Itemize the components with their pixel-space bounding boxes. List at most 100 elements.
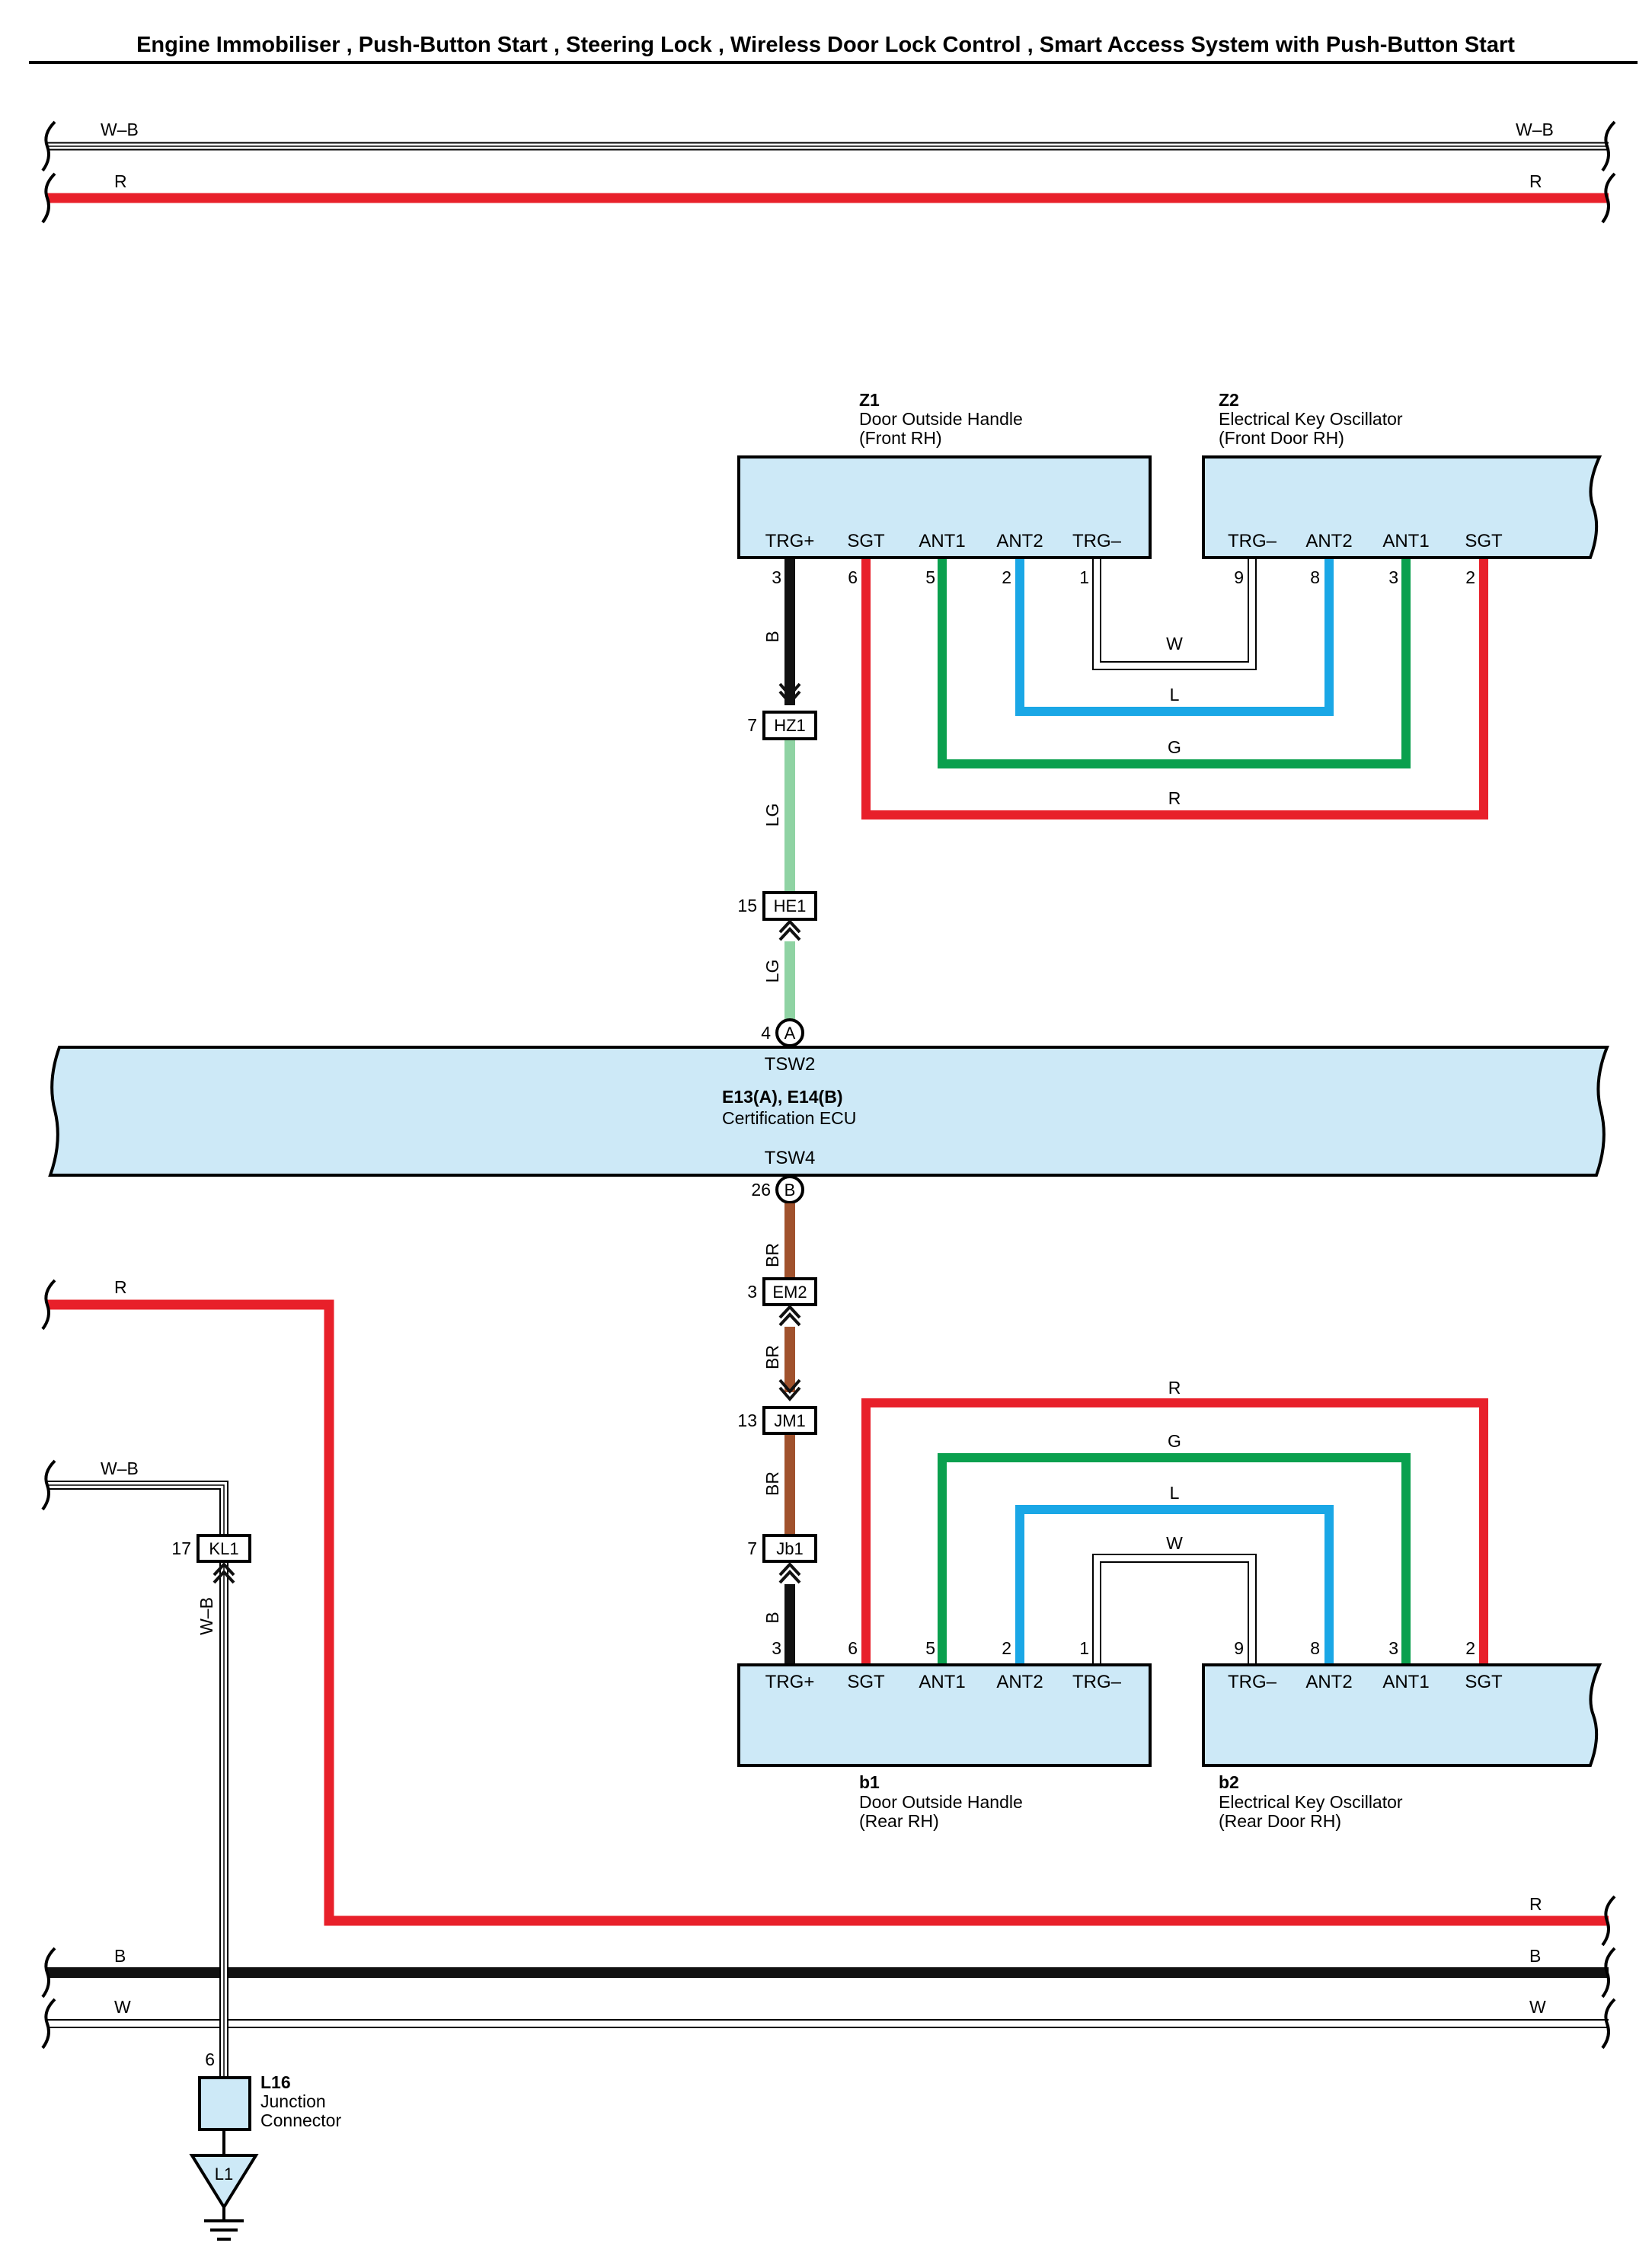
wire-l-bottom-loop: [1015, 1505, 1334, 1664]
z1-terminal-ant2: ANT2: [996, 531, 1043, 551]
wire-label-l-bottom: L: [1170, 1483, 1180, 1503]
b1-pin-trg-plus: 3: [772, 1638, 781, 1658]
wire-r-top-loop: [861, 559, 1488, 819]
wire-label-l-top: L: [1170, 685, 1180, 704]
connector-jb1: [762, 1534, 817, 1563]
wire-label-g-bottom: G: [1168, 1431, 1181, 1451]
wire-label-b-bus-right: B: [1529, 1946, 1541, 1966]
wire-label-r-bottom-bus: R: [1529, 1894, 1542, 1914]
z1-pin-sgt: 6: [848, 567, 858, 587]
connector-he1-pin: 15: [737, 896, 757, 915]
connector-he1: [762, 891, 817, 921]
ecu-pin-bottom: 26: [751, 1180, 771, 1200]
b1-component-box: [737, 1663, 1152, 1767]
ecu-connector-a-label: A: [784, 1024, 796, 1043]
z2-terminal-ant1: ANT1: [1382, 531, 1429, 551]
l16-sub: Connector: [260, 2110, 341, 2130]
ecu-connector-a: [775, 1018, 804, 1047]
z1-pin-ant2: 2: [1002, 567, 1011, 587]
z2-terminal-sgt: SGT: [1465, 531, 1503, 551]
b1-name: Door Outside Handle: [859, 1792, 1023, 1812]
z2-pin-sgt: 2: [1465, 567, 1475, 587]
wire-label-w-bottom: W: [1166, 1533, 1183, 1553]
b1-sub: (Rear RH): [859, 1811, 939, 1831]
connector-em2: [762, 1277, 817, 1306]
b1-pin-trg-minus: 1: [1079, 1638, 1089, 1658]
ecu-pin-top: 4: [761, 1023, 771, 1043]
b1-terminal-ant1: ANT1: [919, 1672, 965, 1692]
b2-terminal-trg-minus: TRG–: [1228, 1672, 1277, 1692]
connector-jm1: [762, 1406, 817, 1435]
b2-pin-sgt: 2: [1465, 1638, 1475, 1658]
l16-pin: 6: [205, 2050, 215, 2069]
connector-he1-label: HE1: [774, 896, 807, 915]
wire-label-wb-top-right: W–B: [1516, 120, 1554, 139]
wire-label-lg-upper: LG: [762, 804, 782, 827]
bus-b-bottom: [41, 1947, 1616, 1998]
bus-r-top: [41, 172, 1616, 224]
z1-terminal-trg-minus: TRG–: [1072, 531, 1122, 551]
connector-jb1-label: Jb1: [776, 1539, 803, 1558]
wire-label-b-jb1: B: [762, 1612, 782, 1623]
b1-terminal-trg-plus: TRG+: [765, 1672, 815, 1692]
wire-label-wb-left: W–B: [101, 1458, 139, 1478]
z1-code: Z1: [859, 390, 880, 410]
ecu-terminal-tsw2: TSW2: [765, 1054, 816, 1075]
ecu-terminal-tsw4: TSW4: [765, 1148, 816, 1168]
b1-pin-ant2: 2: [1002, 1638, 1011, 1658]
wire-label-r-top-left: R: [114, 171, 127, 191]
connector-hz1-label: HZ1: [774, 716, 806, 735]
z2-terminal-trg-minus: TRG–: [1228, 531, 1277, 551]
b2-name: Electrical Key Oscillator: [1219, 1792, 1403, 1812]
connector-hz1-pin: 7: [747, 715, 757, 735]
connector-jm1-pin: 13: [737, 1411, 757, 1430]
z1-terminal-sgt: SGT: [847, 531, 885, 551]
connector-em2-pin: 3: [747, 1282, 757, 1302]
b1-terminal-ant2: ANT2: [996, 1672, 1043, 1692]
ground-icon: [204, 2207, 244, 2241]
jb1-chevron: [778, 1562, 801, 1584]
he1-chevron: [778, 919, 801, 941]
ecu-code: E13(A), E14(B): [722, 1087, 842, 1107]
ecu-name: Certification ECU: [722, 1108, 856, 1128]
wire-label-br-1: BR: [762, 1243, 782, 1267]
bus-wb-top: [41, 120, 1616, 172]
l16-code: L16: [260, 2072, 291, 2092]
connector-kl1-pin: 17: [171, 1538, 191, 1558]
wire-label-wb-top-left: W–B: [101, 120, 139, 139]
em2-chevron: [778, 1305, 801, 1327]
b1-code: b1: [859, 1772, 880, 1792]
wire-label-w-bus-right: W: [1529, 1997, 1546, 2017]
wire-label-wb-vertical: W–B: [197, 1597, 216, 1635]
wire-label-w-bus-left: W: [114, 1997, 131, 2017]
z2-component-box: [1202, 455, 1602, 559]
connector-hz1: [762, 711, 817, 740]
ground-triangle: [189, 2154, 259, 2210]
b2-sub: (Rear Door RH): [1219, 1811, 1341, 1831]
wire-label-r-bottom: R: [1168, 1378, 1181, 1398]
wire-label-lg-lower: LG: [762, 960, 782, 983]
z2-pin-ant1: 3: [1388, 567, 1398, 587]
hz1-chevron: [778, 682, 801, 706]
z1-component-box: [737, 455, 1152, 559]
z2-pin-ant2: 8: [1310, 567, 1320, 587]
wire-label-w-top: W: [1166, 634, 1183, 653]
z2-name: Electrical Key Oscillator: [1219, 409, 1403, 429]
z1-pin-trg-minus: 1: [1079, 567, 1089, 587]
connector-kl1-label: KL1: [209, 1539, 238, 1558]
wire-wb-left-route: [41, 1459, 228, 2087]
z1-terminal-ant1: ANT1: [919, 531, 965, 551]
z1-name: Door Outside Handle: [859, 409, 1023, 429]
z2-code: Z2: [1219, 390, 1239, 410]
wire-label-br-3: BR: [762, 1471, 782, 1496]
wire-label-r-top: R: [1168, 788, 1181, 808]
z2-pin-trg-minus: 9: [1234, 567, 1244, 587]
wire-w-top-loop: [1092, 559, 1257, 670]
l16-junction-box: [198, 2076, 251, 2131]
ecu-connector-b-label: B: [784, 1181, 796, 1200]
z1-terminal-trg-plus: TRG+: [765, 531, 815, 551]
ground-label: L1: [215, 2165, 233, 2184]
b2-code: b2: [1219, 1772, 1239, 1792]
wire-l-top-loop: [1015, 559, 1334, 716]
